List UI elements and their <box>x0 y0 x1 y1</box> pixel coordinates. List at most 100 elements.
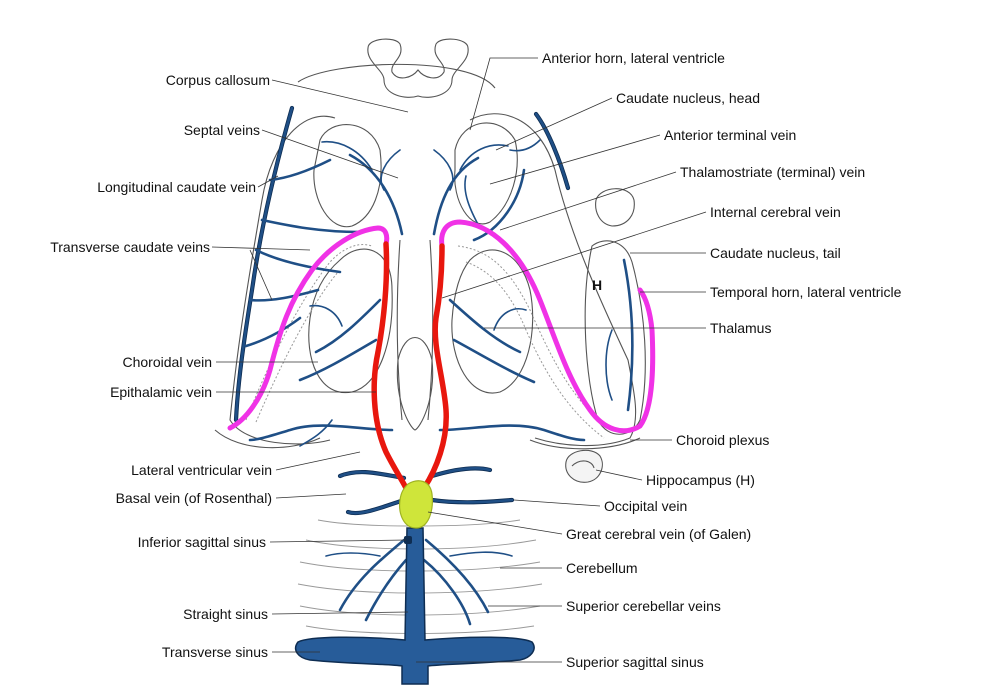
leader-septal-veins <box>261 129 399 179</box>
label-caudate-head: Caudate nucleus, head <box>616 90 760 106</box>
choroidal-branch <box>493 308 527 331</box>
leader-lateral-ventricular-vein <box>275 451 361 471</box>
transverse-caudate-vein <box>254 248 342 274</box>
brain-outlines <box>214 38 646 483</box>
left-internal-cerebral-vein-highlight <box>371 241 409 491</box>
label-anterior-terminal-vein: Anterior terminal vein <box>664 127 796 143</box>
label-hippocampus: Hippocampus (H) <box>646 472 755 488</box>
cerebellar-branch <box>449 551 513 557</box>
leader-hippocampus <box>595 469 643 481</box>
left-choroid-plexus-inner <box>255 271 339 423</box>
label-temporal-horn: Temporal horn, lateral ventricle <box>710 284 902 300</box>
right-basal-vein <box>430 467 492 478</box>
label-inferior-sagittal-sinus: Inferior sagittal sinus <box>138 534 266 550</box>
superior-cerebellar-vein <box>422 558 472 626</box>
label-transverse-sinus: Transverse sinus <box>162 644 268 660</box>
straight-and-transverse-sinus <box>294 527 535 685</box>
leader-thalamostriate <box>499 171 677 231</box>
septal-vein <box>432 156 480 236</box>
great-cerebral-vein-highlight <box>399 480 433 529</box>
transverse-caudate-vein <box>244 316 302 348</box>
lateral-ventricular-vein <box>248 424 394 442</box>
temporal-horn-outline <box>584 240 646 435</box>
label-choroidal-vein: Choroidal vein <box>123 354 213 370</box>
label-longitudinal-caudate-vein: Longitudinal caudate vein <box>97 179 256 195</box>
label-septal-veins: Septal veins <box>184 122 260 138</box>
leader-anterior-horn <box>469 57 538 131</box>
septal-vein-branch <box>380 149 401 191</box>
lower-lobe-edges <box>214 429 641 450</box>
label-straight-sinus: Straight sinus <box>183 606 268 622</box>
label-transverse-caudate-veins: Transverse caudate veins <box>50 239 210 255</box>
leader-straight-sinus <box>271 611 409 615</box>
label-lateral-ventricular-vein: Lateral ventricular vein <box>131 462 272 478</box>
occipital-vein <box>430 498 514 504</box>
septal-vein-branch <box>433 149 454 191</box>
label-thalamus: Thalamus <box>710 320 771 336</box>
basal-vein-lower <box>346 498 406 515</box>
leader-occipital-vein <box>513 499 601 507</box>
temporal-vein <box>622 258 634 412</box>
right-labels: Anterior horn, lateral ventricle Caudate… <box>542 50 902 670</box>
label-occipital-vein: Occipital vein <box>604 498 687 514</box>
right-ventricle-highlight <box>439 219 656 434</box>
left-hemisphere-outline <box>229 115 336 445</box>
superior-cerebellar-vein <box>424 538 490 614</box>
thalamostriate-branch <box>472 168 526 242</box>
leader-anterior-terminal <box>489 134 661 185</box>
hippocampus-fold <box>571 460 595 469</box>
label-superior-sagittal-sinus: Superior sagittal sinus <box>566 654 704 670</box>
label-corpus-callosum: Corpus callosum <box>166 72 270 88</box>
corpus-callosum-shape <box>367 38 469 98</box>
choroidal-vein <box>298 338 378 382</box>
leader-caudate-head <box>495 97 613 151</box>
transverse-caudate-vein <box>268 158 332 182</box>
longitudinal-caudate-vein <box>233 105 295 423</box>
leader-internal-cerebral <box>441 211 707 299</box>
label-anterior-horn: Anterior horn, lateral ventricle <box>542 50 725 66</box>
left-ventricle-highlight <box>227 225 390 431</box>
right-caudate-head <box>454 122 518 225</box>
septal-vein-branch <box>321 141 373 171</box>
cerebellar-branch <box>325 552 381 557</box>
frontal-outline <box>297 63 496 89</box>
transverse-caudate-vein <box>260 218 362 234</box>
label-caudate-tail: Caudate nucleus, tail <box>710 245 841 261</box>
choroidal-branch <box>309 304 343 327</box>
choroidal-vein <box>314 298 382 354</box>
right-internal-cerebral-vein-highlight <box>421 243 449 491</box>
right-lateral-ventricular-vein <box>438 424 586 442</box>
left-labels: Corpus callosum Septal veins Longitudina… <box>50 72 272 660</box>
anterior-terminal-branch <box>509 139 541 152</box>
septal-vein <box>348 153 404 236</box>
inferior-sagittal-sinus-stub <box>404 536 412 544</box>
leader-inferior-sagittal <box>269 539 407 543</box>
transverse-caudate-vein <box>248 288 320 302</box>
left-caudate-head <box>313 124 382 228</box>
choroidal-vein <box>448 298 522 354</box>
anterior-terminal-vein <box>534 112 570 190</box>
longitudinal-caudate-vein <box>234 106 294 422</box>
label-epithalamic-vein: Epithalamic vein <box>110 384 212 400</box>
right-hemisphere-outline <box>469 113 637 447</box>
label-superior-cerebellar-veins: Superior cerebellar veins <box>566 598 721 614</box>
leader-great-cerebral <box>427 511 563 535</box>
temporal-vein-branch <box>605 329 613 401</box>
sinuses <box>294 527 535 685</box>
right-thalamus <box>451 249 534 394</box>
label-choroid-plexus: Choroid plexus <box>676 432 769 448</box>
septum-outline <box>396 239 434 421</box>
leader-lines <box>211 57 707 663</box>
lateral-ventricular-branch <box>299 419 333 447</box>
leader-corpus-callosum <box>271 79 409 113</box>
superior-cerebellar-vein <box>364 558 408 622</box>
choroidal-vein <box>452 338 536 384</box>
highlights <box>227 219 656 529</box>
leader-transverse-caudate <box>211 246 311 301</box>
superior-cerebellar-vein <box>338 538 406 612</box>
label-cerebellum: Cerebellum <box>566 560 638 576</box>
hippocampus-h-mark: H <box>592 277 602 293</box>
leader-basal-vein <box>275 493 347 499</box>
